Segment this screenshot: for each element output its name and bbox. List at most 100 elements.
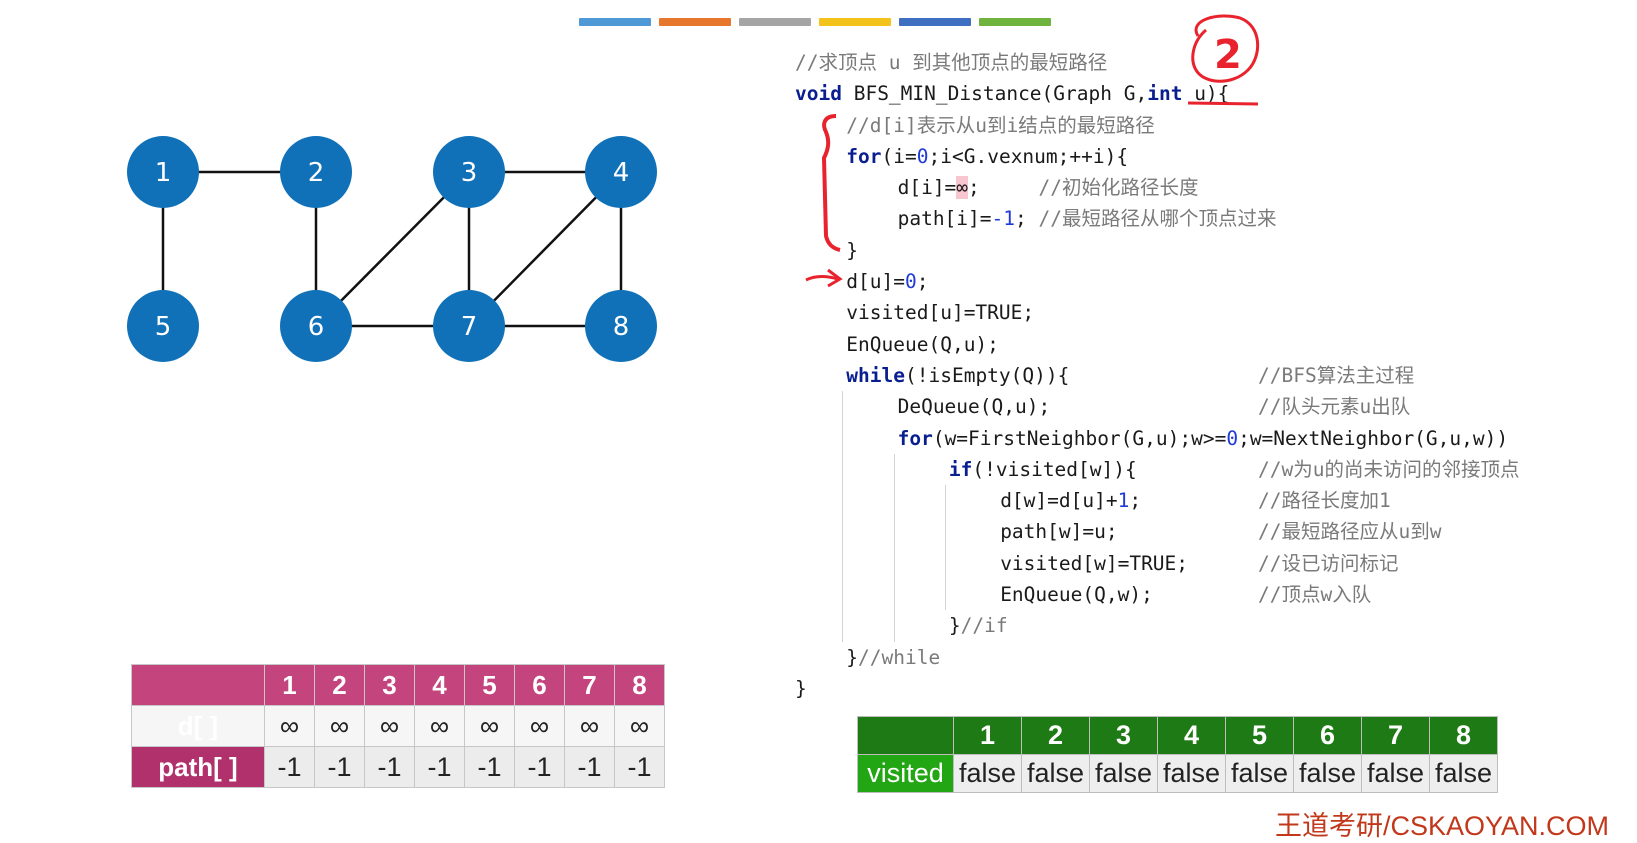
top-bar-segment: [739, 18, 811, 26]
row-header: visited: [857, 754, 954, 793]
table-cell: ∞: [364, 705, 415, 747]
table-cell: -1: [414, 746, 465, 788]
indent-guide: [893, 453, 895, 642]
code-token: BFS_MIN_Distance(Graph G,: [841, 82, 1148, 106]
graph-node-7: 7: [433, 290, 505, 362]
node-circle: [127, 136, 199, 208]
code-token: }: [846, 645, 859, 669]
column-header: 7: [564, 664, 615, 706]
table-cell: false: [1021, 754, 1090, 793]
graph-node-2: 2: [280, 136, 352, 208]
code-number: -1: [991, 207, 1015, 231]
code-comment: //队头元素u出队: [1258, 395, 1411, 419]
circle-mark: [1191, 14, 1260, 83]
node-label: 2: [308, 158, 325, 188]
node-circle: [585, 290, 657, 362]
arrow-head: [827, 268, 843, 288]
code-comment: //求顶点 u 到其他顶点的最短路径: [795, 51, 1108, 74]
code-text: }//while: [846, 642, 940, 673]
arrow-mark: [805, 275, 839, 282]
code-text: for(w=FirstNeighbor(G,u);w>=0;w=NextNeig…: [898, 423, 1509, 454]
indent-guide: [944, 485, 946, 611]
code-token: }: [846, 238, 859, 262]
graph-node-6: 6: [280, 290, 352, 362]
column-header: 1: [953, 716, 1022, 755]
code-keyword: if: [948, 457, 973, 481]
code-token: }: [795, 676, 807, 700]
brace-mark: [821, 114, 841, 252]
top-bar-segment: [659, 18, 731, 26]
table-corner: [857, 716, 954, 755]
code-number: 0: [916, 144, 929, 168]
column-header: 3: [364, 664, 415, 706]
table-cell: false: [1225, 754, 1294, 793]
code-text: path[w]=u;: [1000, 516, 1117, 547]
table-cell: -1: [264, 746, 315, 788]
code-text: }: [795, 673, 807, 704]
graph-node-1: 1: [127, 136, 199, 208]
code-text: EnQueue(Q,u);: [846, 329, 999, 360]
column-header: 6: [1293, 716, 1362, 755]
table-cell: false: [1293, 754, 1362, 793]
code-token: ;: [1015, 207, 1039, 231]
code-comment: //设已访问标记: [1258, 551, 1399, 575]
code-comment: //w为u的尚未访问的邻接顶点: [1258, 457, 1520, 481]
code-token: (i=: [881, 144, 917, 168]
table-cell: -1: [614, 746, 665, 788]
code-token: ;i<G.vexnum;++i){: [928, 144, 1129, 168]
code-comment: //顶点w入队: [1258, 583, 1372, 607]
code-comment: //最短路径应从u到w: [1258, 520, 1442, 544]
top-bar-segment: [899, 18, 971, 26]
table-cell: false: [1429, 754, 1498, 793]
code-token: path[w]=u;: [1000, 520, 1118, 544]
column-header: 5: [1225, 716, 1294, 755]
code-comment: //路径长度加1: [1258, 489, 1391, 513]
table-cell: ∞: [564, 705, 615, 747]
graph-node-3: 3: [433, 136, 505, 208]
code-token: (!isEmpty(Q)){: [905, 363, 1070, 387]
watermark: 王道考研/CSKAOYAN.COM: [1275, 811, 1610, 841]
node-circle: [433, 136, 505, 208]
code-token: ;: [968, 176, 1039, 200]
node-label: 5: [155, 312, 172, 342]
table-cell: ∞: [414, 705, 465, 747]
code-token: ;: [1129, 489, 1142, 513]
graph-node-5: 5: [127, 290, 199, 362]
code-token: d[u]=: [846, 270, 905, 294]
node-label: 8: [613, 312, 630, 342]
code-comment: //while: [858, 645, 941, 669]
table-cell: false: [1157, 754, 1226, 793]
code-text: DeQueue(Q,u);: [898, 391, 1051, 422]
table-cell: -1: [364, 746, 415, 788]
node-label: 3: [461, 158, 478, 188]
code-keyword: while: [846, 363, 905, 387]
code-text: visited[w]=TRUE;: [1000, 548, 1188, 579]
code-text: EnQueue(Q,w);: [1000, 579, 1153, 610]
column-header: 2: [1021, 716, 1090, 755]
top-color-bar: [579, 18, 1051, 28]
code-text: visited[u]=TRUE;: [846, 297, 1034, 328]
table-cell: false: [1361, 754, 1430, 793]
table-cell: -1: [314, 746, 365, 788]
table-cell: ∞: [514, 705, 565, 747]
table-cell: false: [1089, 754, 1158, 793]
table-cell: -1: [464, 746, 515, 788]
code-number: 0: [1226, 426, 1239, 450]
column-header: 1: [264, 664, 315, 706]
code-comment: //BFS算法主过程: [1258, 363, 1415, 387]
column-header: 8: [614, 664, 665, 706]
code-token: EnQueue(Q,w);: [1000, 583, 1153, 607]
column-header: 5: [464, 664, 515, 706]
code-token: }: [948, 614, 961, 638]
code-text: }//if: [949, 610, 1008, 641]
graph-edge-4-7: [468, 171, 622, 327]
column-header: 6: [514, 664, 565, 706]
table-cell: -1: [514, 746, 565, 788]
code-text: d[u]=0;: [846, 266, 928, 297]
column-header: 8: [1429, 716, 1498, 755]
code-comment: //if: [960, 614, 1008, 638]
code-keyword: for: [897, 426, 933, 450]
node-label: 1: [155, 158, 172, 188]
node-circle: [433, 290, 505, 362]
graph-node-8: 8: [585, 290, 657, 362]
